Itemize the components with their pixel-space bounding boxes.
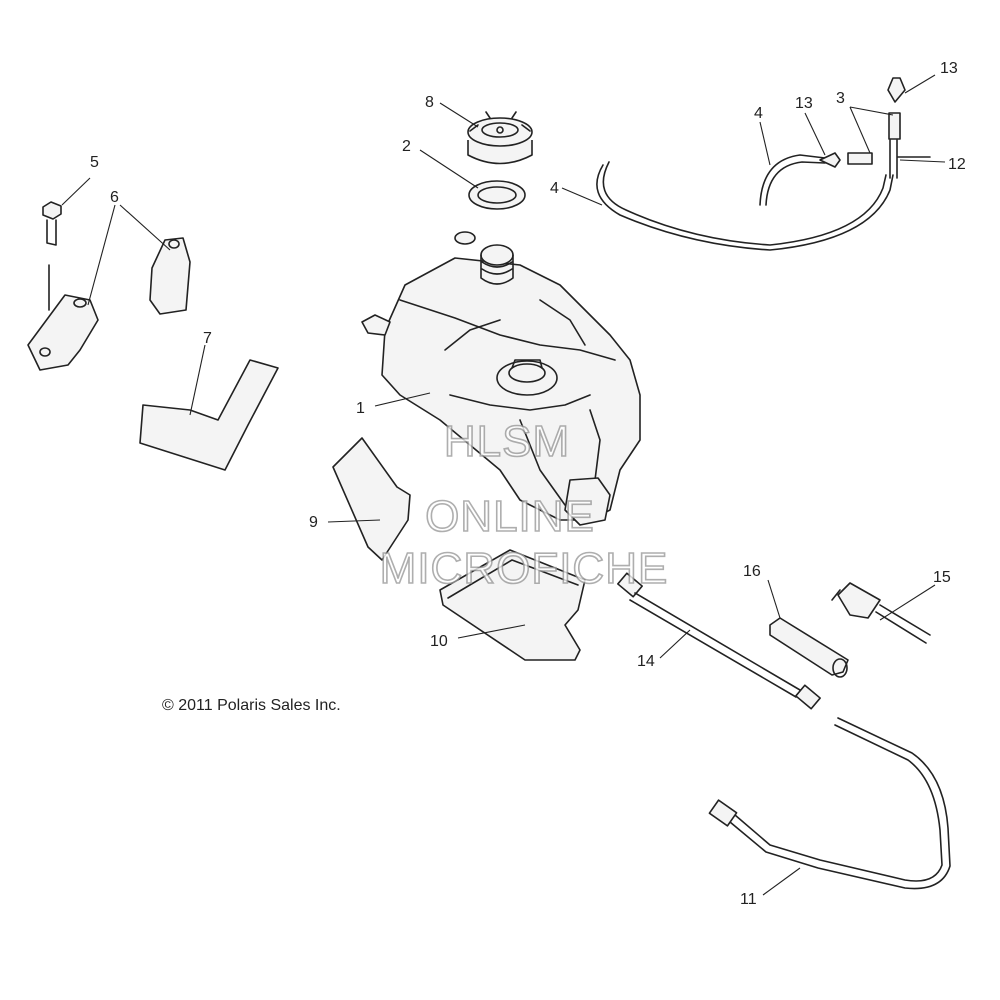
hose-clamp: [831, 582, 931, 644]
callout-13-mid: 13: [795, 95, 813, 112]
leader-16: [767, 579, 781, 619]
leader-lines: [61, 74, 946, 896]
callout-4-left: 4: [550, 180, 559, 197]
callout-2: 2: [402, 138, 411, 155]
leader-13b: [804, 112, 826, 156]
callout-labels: 1 2 3 4 4 5 6 7 8 9 10 11 12 13 13 14 15…: [90, 60, 966, 908]
leader-9: [327, 519, 381, 523]
callout-7: 7: [203, 330, 212, 347]
fuel-line: [617, 572, 821, 710]
copyright-notice: © 2011 Polaris Sales Inc.: [162, 697, 341, 714]
callout-14: 14: [637, 653, 655, 670]
watermark-line-3: MICROFICHE: [380, 544, 669, 593]
callout-3: 3: [836, 90, 845, 107]
insulation-pad: [139, 359, 279, 471]
callout-5: 5: [90, 154, 99, 171]
protective-sleeve: [769, 617, 849, 678]
leader-5: [61, 177, 91, 206]
mounting-bracket-right: [149, 237, 191, 315]
leader-4a: [759, 121, 771, 166]
mounting-bracket-left: [27, 294, 99, 371]
cap-seal-ring: [468, 180, 526, 210]
callout-1: 1: [356, 400, 365, 417]
leader-14: [659, 629, 691, 659]
leader-6b: [119, 204, 171, 251]
wire-harness: [708, 717, 951, 890]
leader-8: [439, 102, 479, 128]
vent-hose-main: [596, 161, 894, 251]
leader-15: [879, 584, 936, 621]
leader-10: [457, 624, 526, 639]
check-valve-mid: [819, 152, 841, 168]
hose-connector-short: [847, 152, 873, 165]
leader-11: [762, 867, 801, 896]
leader-13a: [904, 74, 936, 94]
fuel-cap: [467, 111, 533, 165]
callout-8: 8: [425, 94, 434, 111]
watermark-line-1: HLSM: [444, 417, 570, 466]
leader-4b: [561, 187, 603, 206]
tee-fitting: [889, 139, 931, 179]
callout-15: 15: [933, 569, 951, 586]
leader-7: [189, 344, 206, 416]
callout-12: 12: [948, 156, 966, 173]
callout-10: 10: [430, 633, 448, 650]
callout-16: 16: [743, 563, 761, 580]
watermark: HLSM ONLINE MICROFICHE: [379, 416, 669, 594]
watermark-line-2: ONLINE: [425, 492, 595, 541]
bolt: [42, 201, 62, 311]
leader-3b: [849, 106, 871, 154]
callout-13-top: 13: [940, 60, 958, 77]
check-valve-top: [887, 77, 906, 103]
leader-3a: [849, 106, 894, 116]
leader-6a: [87, 204, 116, 306]
leader-12: [899, 159, 946, 163]
callout-9: 9: [309, 514, 318, 531]
callout-11: 11: [740, 891, 757, 908]
leader-1: [374, 392, 431, 407]
vent-hose-short: [759, 154, 826, 206]
foam-pad: [332, 437, 411, 561]
callout-4-top: 4: [754, 105, 763, 122]
fuel-tank: [361, 231, 641, 526]
leader-2: [419, 149, 479, 189]
hose-connector-top: [888, 112, 901, 140]
callout-6: 6: [110, 189, 119, 206]
